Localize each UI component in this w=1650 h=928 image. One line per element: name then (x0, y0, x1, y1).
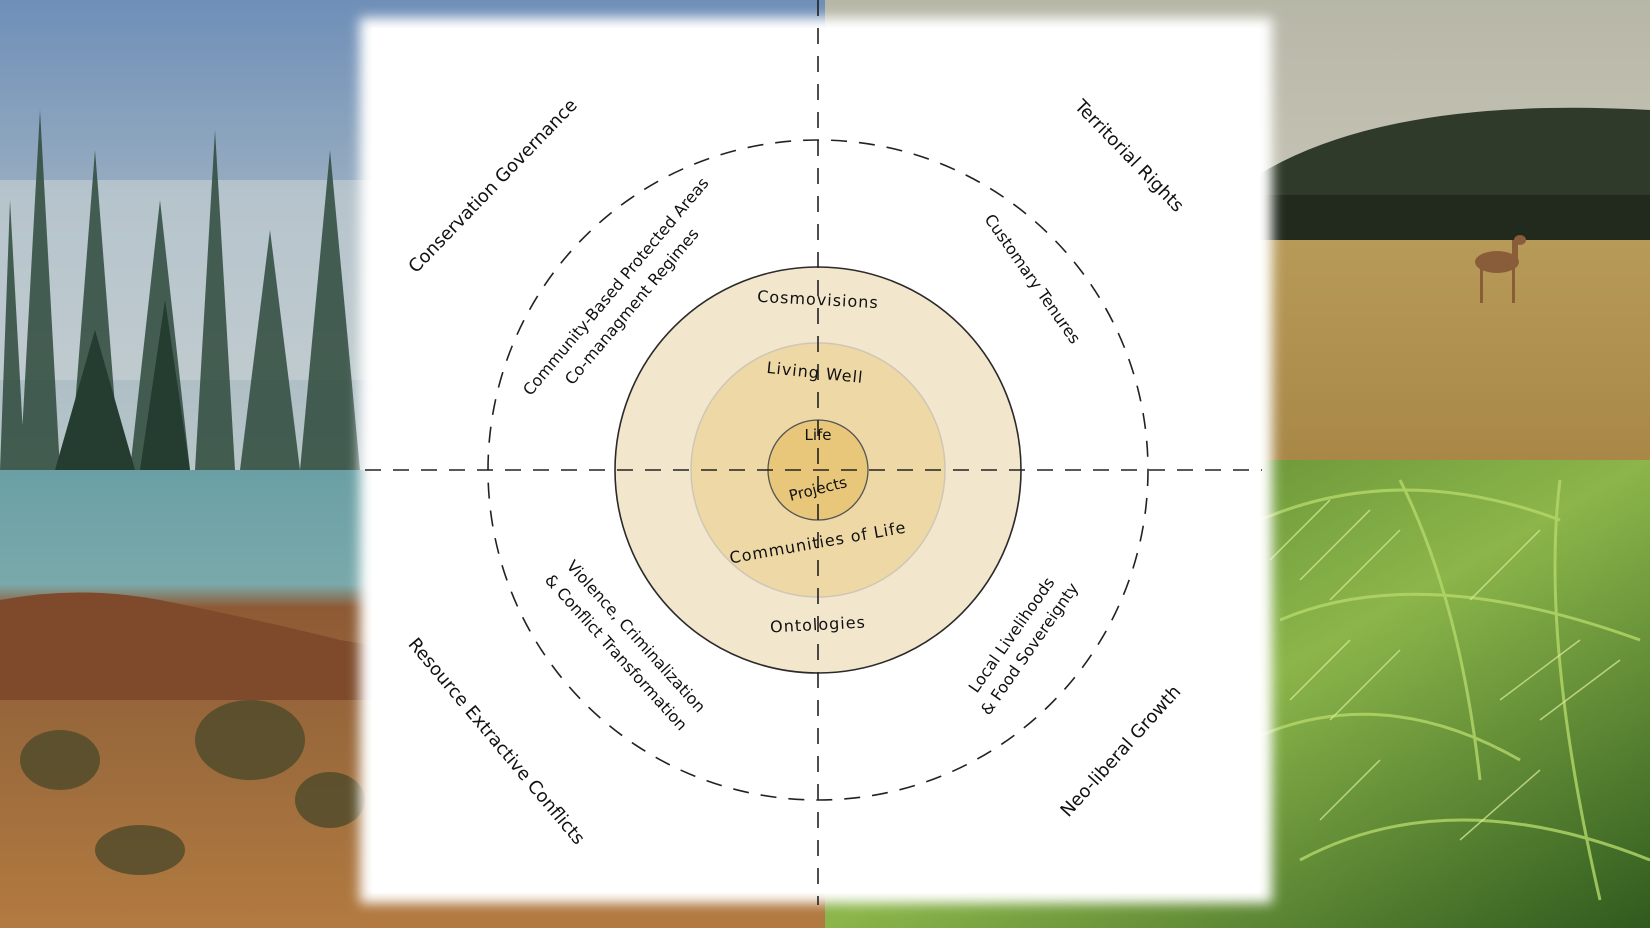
label-life: Life (804, 426, 831, 444)
antelope-silhouette (1475, 235, 1526, 303)
label-ontologies: Ontologies (770, 613, 867, 637)
